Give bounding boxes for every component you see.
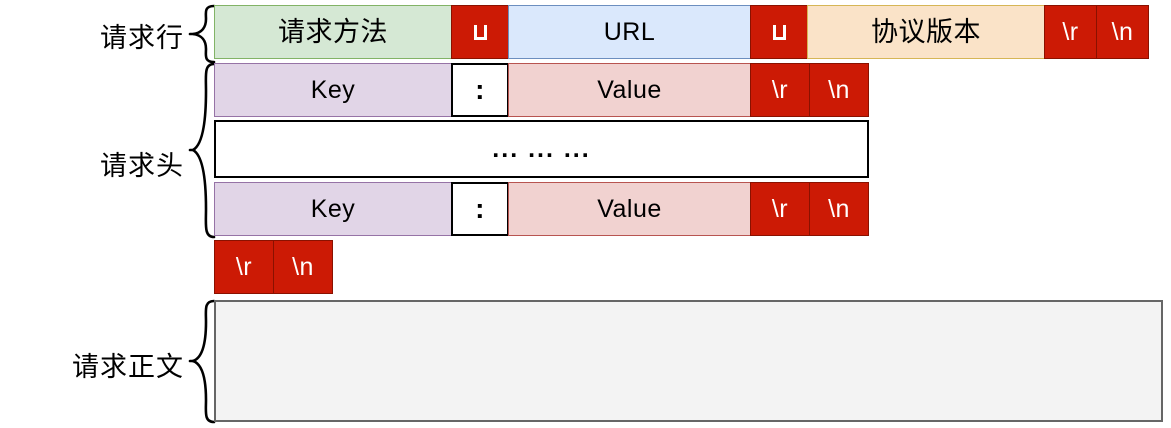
brace-request-line [188,4,216,64]
cell-header-lf-2: \n [809,182,869,236]
space-glyph-icon [772,24,786,40]
cell-header-value-1: Value [508,63,751,117]
cell-header-lf-1: \n [809,63,869,117]
section-label-request-headers: 请求头 [100,151,184,181]
cell-blank-line-cr: \r [214,240,274,294]
cell-header-cr-2: \r [750,182,810,236]
cell-header-colon-2: : [451,182,509,236]
brace-request-headers [188,62,216,239]
cell-request-method: 请求方法 [214,5,452,59]
brace-request-body [188,299,216,424]
cell-space-separator-2 [750,5,808,59]
cell-space-separator-1 [451,5,509,59]
cell-blank-line-lf: \n [273,240,333,294]
section-label-request-body: 请求正文 [72,352,184,382]
cell-header-value-2: Value [508,182,751,236]
cell-header-colon-1: : [451,63,509,117]
cell-header-key-2: Key [214,182,452,236]
cell-header-cr-1: \r [750,63,810,117]
cell-request-body [214,300,1163,422]
cell-protocol-version: 协议版本 [807,5,1045,59]
section-label-request-line: 请求行 [100,23,184,53]
cell-url: URL [508,5,751,59]
cell-header-ellipsis: ... ... ... [214,120,869,178]
space-glyph-icon [473,24,487,40]
cell-request-line-cr: \r [1044,5,1097,59]
cell-header-key-1: Key [214,63,452,117]
cell-request-line-lf: \n [1096,5,1149,59]
